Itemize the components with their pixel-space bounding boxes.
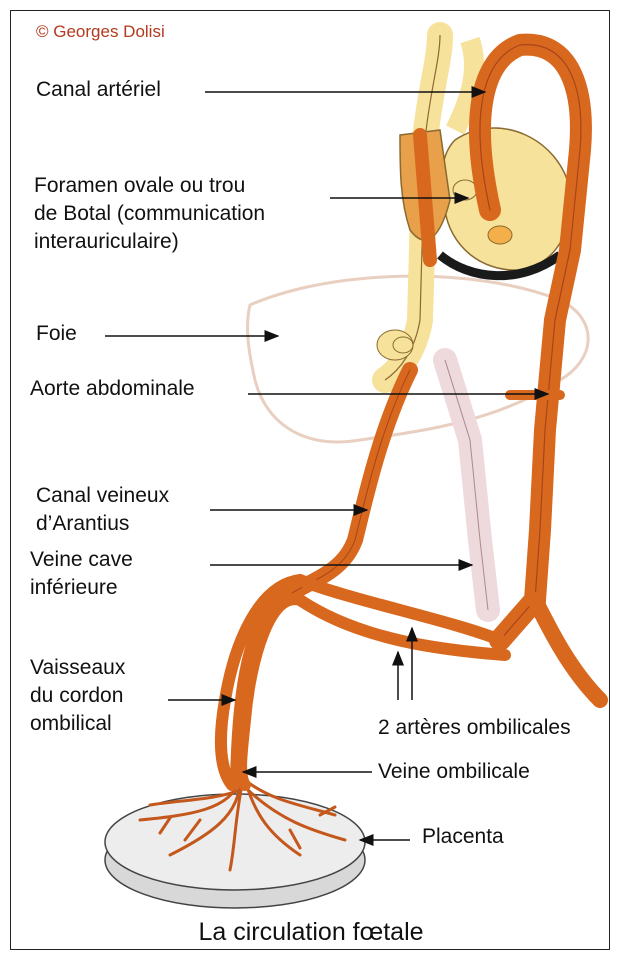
label-vaisseaux-line-3: ombilical xyxy=(30,710,112,737)
diagram-caption: La circulation fœtale xyxy=(0,918,622,947)
label-canal-veineux-line-2: d’Arantius xyxy=(36,510,129,537)
copyright-text: © Georges Dolisi xyxy=(36,22,165,42)
label-canal-arteriel: Canal artériel xyxy=(36,76,161,103)
label-vaisseaux-line-2: du cordon xyxy=(30,682,123,709)
label-foramen-line-3: interauriculaire) xyxy=(34,228,179,255)
label-veine-cave-line-1: Veine cave xyxy=(30,546,133,573)
label-aorte-abdominale: Aorte abdominale xyxy=(30,375,195,402)
label-arteres-ombilicales: 2 artères ombilicales xyxy=(378,714,571,741)
label-veine-cave-line-2: inférieure xyxy=(30,574,118,601)
label-vaisseaux-line-1: Vaisseaux xyxy=(30,654,125,681)
label-veine-ombilicale: Veine ombilicale xyxy=(378,758,530,785)
label-foramen-line-2: de Botal (communication xyxy=(34,200,265,227)
label-foramen-line-1: Foramen ovale ou trou xyxy=(34,172,245,199)
label-canal-veineux-line-1: Canal veineux xyxy=(36,482,169,509)
label-placenta: Placenta xyxy=(422,823,504,850)
vena-cava xyxy=(445,360,488,610)
label-foie: Foie xyxy=(36,320,77,347)
